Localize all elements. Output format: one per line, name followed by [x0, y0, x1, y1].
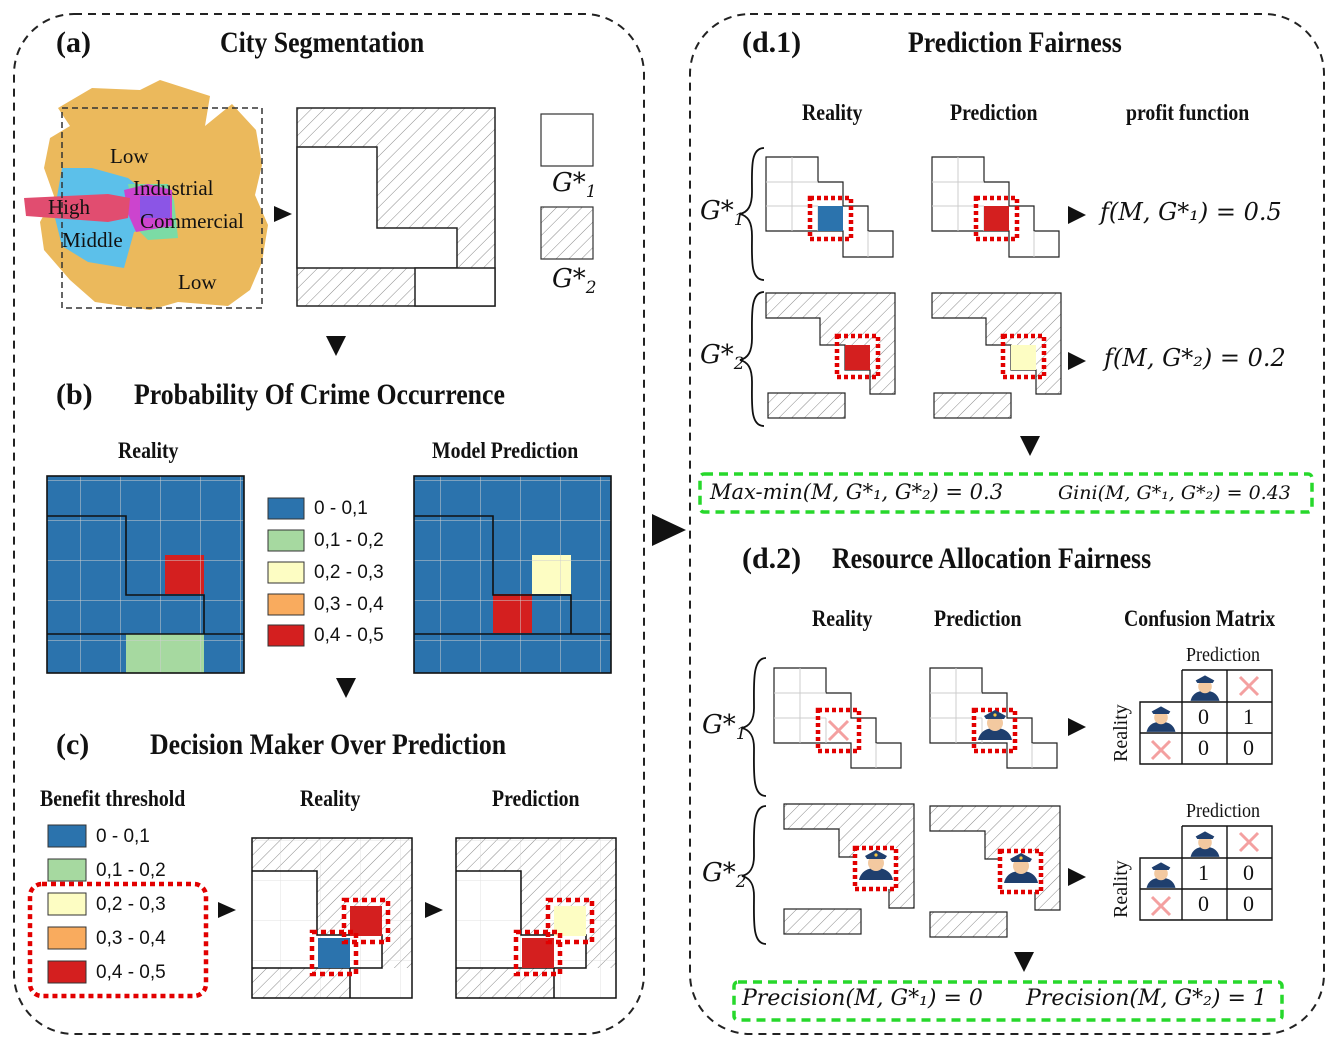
- d1-g2-label: G*2: [700, 340, 745, 374]
- left-panel-border: [13, 13, 645, 1035]
- map-label-low-top: Low: [110, 144, 149, 168]
- d1-profit-label: profit function: [1126, 100, 1250, 125]
- map-label-low-bottom: Low: [178, 270, 217, 294]
- threshold-highlight: [27, 881, 209, 999]
- confusion-matrix-1: [1139, 669, 1273, 765]
- panel-b-letter: (b): [56, 378, 93, 411]
- cm1-reality-header: Reality: [1110, 704, 1132, 762]
- mixed-district: [140, 196, 170, 218]
- map-label-middle: Middle: [62, 228, 123, 252]
- group2-label: G*2: [552, 264, 597, 298]
- b-legend-4: 0,4 - 0,5: [314, 625, 384, 646]
- d2-g2-prediction: [929, 805, 1061, 938]
- panel-b-title: Probability Of Crime Occurrence: [134, 378, 505, 411]
- d1-g1-label: G*1: [700, 196, 745, 230]
- d1-reality-label: Reality: [802, 100, 863, 125]
- braces-d2: [741, 657, 767, 945]
- b-legend-3: 0,3 - 0,4: [314, 594, 384, 615]
- d2-g1-label: G*1: [702, 710, 747, 744]
- b-reality-label: Reality: [118, 438, 179, 463]
- panel-d1-title: Prediction Fairness: [908, 26, 1122, 59]
- decision-prediction-grid: [455, 837, 617, 999]
- panel-a-letter: (a): [56, 26, 91, 59]
- group1-swatch: [540, 113, 594, 167]
- police-officer-icon: [859, 675, 1220, 888]
- d1-prediction-label: Prediction: [950, 100, 1038, 125]
- braces-d1: [739, 147, 765, 427]
- d1-g2-prediction: [931, 292, 1062, 419]
- b-legend-1: 0,1 - 0,2: [314, 530, 384, 551]
- b-prediction-label: Model Prediction: [432, 438, 579, 463]
- precision-g1: Precision(M, G*₁) = 0: [742, 986, 983, 1011]
- benefit-threshold-label: Benefit threshold: [40, 786, 186, 811]
- reality-heatmap: [46, 475, 245, 674]
- panel-d2-letter: (d.2): [742, 542, 802, 575]
- group1-label: G*1: [552, 168, 597, 202]
- legend-b-swatches: [267, 497, 305, 647]
- d2-g2-label: G*2: [702, 858, 747, 892]
- c-reality-label: Reality: [300, 786, 361, 811]
- cm1-prediction-header: Prediction: [1186, 644, 1260, 666]
- gini-metric: Gini(M, G*₁, G*₂) = 0.43: [1058, 482, 1291, 504]
- decision-reality-grid: [251, 837, 413, 999]
- map-label-industrial: Industrial: [133, 176, 214, 200]
- d2-prediction-label: Prediction: [934, 606, 1022, 631]
- profit-g2: f(M, G*₂) = 0.2: [1104, 344, 1286, 372]
- cm2-cell-00: 1: [1198, 860, 1209, 885]
- precision-g2: Precision(M, G*₂) = 1: [1026, 986, 1267, 1011]
- map-label-commercial: Commercial: [140, 209, 244, 233]
- d2-reality-label: Reality: [812, 606, 873, 631]
- c-prediction-label: Prediction: [492, 786, 580, 811]
- cm1-cell-01: 1: [1243, 704, 1254, 729]
- confusion-matrix-2: [1139, 825, 1273, 921]
- cm1-cell-10: 0: [1198, 735, 1209, 760]
- d1-g1-prediction: [931, 156, 1060, 258]
- d2-g1-reality: [773, 667, 902, 769]
- c-legend-1: 0,1 - 0,2: [96, 860, 166, 881]
- panel-c-title: Decision Maker Over Prediction: [150, 728, 507, 761]
- d2-confusion-label: Confusion Matrix: [1124, 606, 1276, 631]
- d1-g2-reality: [765, 292, 896, 419]
- panel-d1-letter: (d.1): [742, 26, 802, 59]
- cm2-cell-10: 0: [1198, 891, 1209, 916]
- profit-g1: f(M, G*₁) = 0.5: [1100, 198, 1282, 226]
- c-legend-2: 0,2 - 0,3: [96, 894, 166, 915]
- cm1-cell-11: 0: [1243, 735, 1254, 760]
- b-legend-0: 0 - 0,1: [314, 498, 368, 519]
- cm2-prediction-header: Prediction: [1186, 800, 1260, 822]
- legend-c-swatches: [47, 824, 87, 984]
- prediction-heatmap: [413, 475, 612, 674]
- cm2-reality-header: Reality: [1110, 860, 1132, 918]
- d1-g1-reality: [765, 156, 894, 258]
- panel-d2-title: Resource Allocation Fairness: [832, 542, 1152, 575]
- c-legend-3: 0,3 - 0,4: [96, 928, 166, 949]
- c-legend-0: 0 - 0,1: [96, 826, 150, 847]
- arrows: [218, 206, 1086, 972]
- map-bbox: [61, 107, 263, 309]
- cm1-cell-00: 0: [1198, 704, 1209, 729]
- group2-swatch: [540, 206, 594, 260]
- b-legend-2: 0,2 - 0,3: [314, 562, 384, 583]
- d2-g2-reality: [783, 803, 915, 935]
- city-map: [24, 80, 268, 310]
- c-legend-4: 0,4 - 0,5: [96, 962, 166, 983]
- map-label-high: High: [48, 195, 90, 219]
- fairness-metrics-box: [698, 472, 1314, 514]
- right-panel-border: [689, 13, 1325, 1035]
- high-district: [24, 194, 130, 222]
- panel-a-title: City Segmentation: [220, 26, 425, 59]
- maxmin-metric: Max-min(M, G*₁, G*₂) = 0.3: [710, 480, 1004, 504]
- segmentation-grid: [296, 107, 496, 307]
- precision-box: [732, 980, 1284, 1022]
- panel-c-letter: (c): [56, 728, 90, 761]
- cm2-cell-11: 0: [1243, 891, 1254, 916]
- cm2-cell-01: 0: [1243, 860, 1254, 885]
